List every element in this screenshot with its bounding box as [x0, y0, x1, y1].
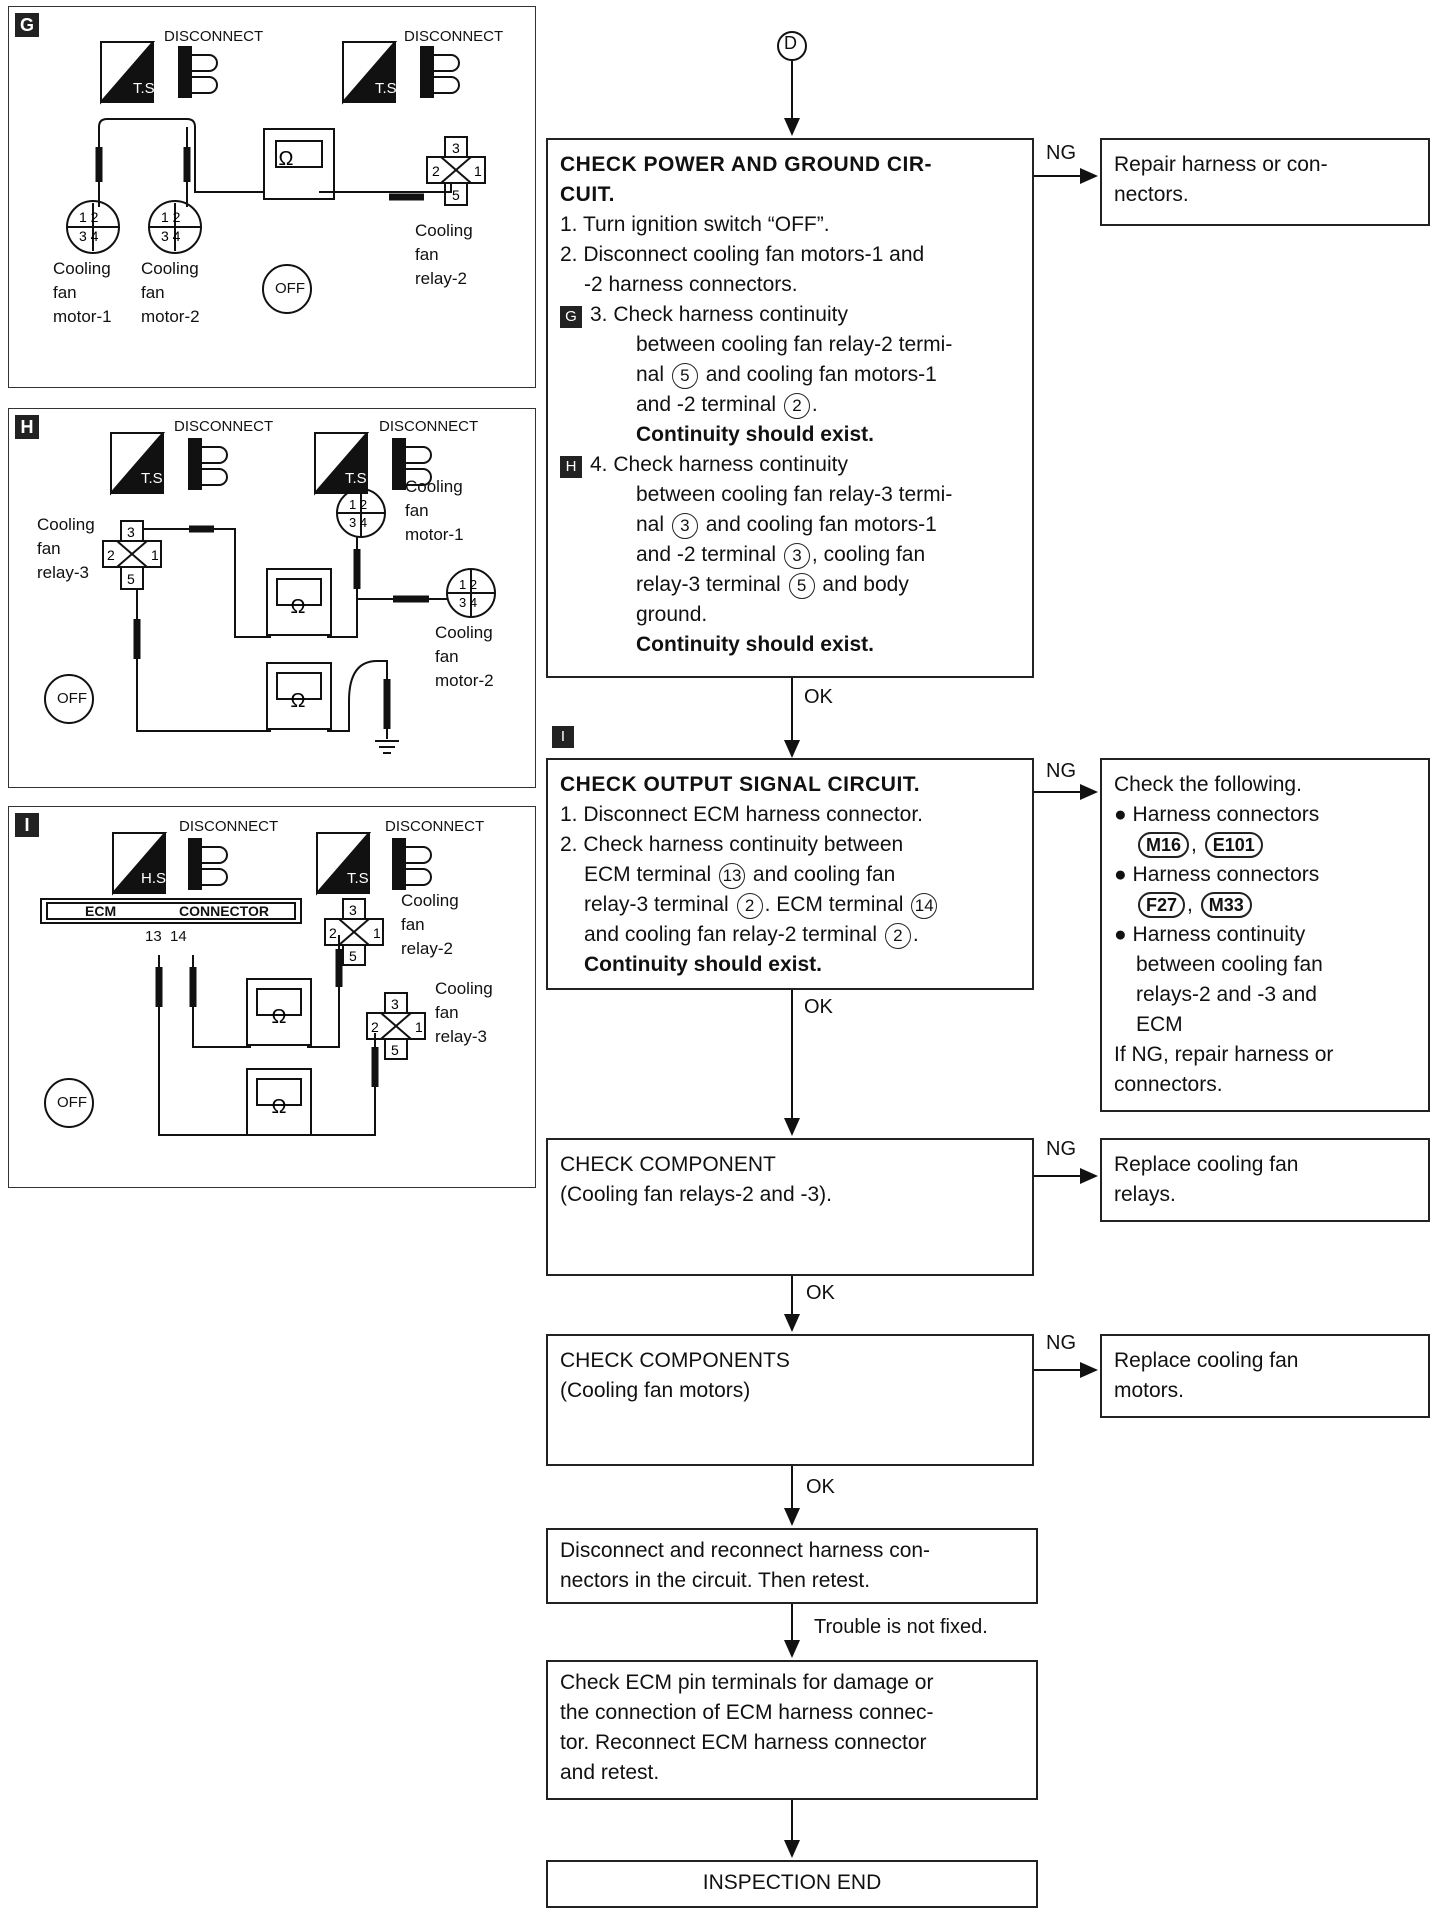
svg-text:5: 5 [127, 571, 135, 587]
connector-label: CONNECTOR [179, 903, 269, 919]
disconnect-label-3: DISCONNECT [174, 418, 274, 435]
ok-label-1: OK [804, 686, 833, 708]
repair-harness-box: Repair harness or con-nectors. [1100, 138, 1430, 226]
reconnect-harness-box: Disconnect and reconnect harness con-nec… [546, 1528, 1038, 1604]
panel-label-g: G [15, 13, 39, 37]
panel-label-h: H [15, 415, 39, 439]
off-key-label-h: OFF [57, 690, 87, 707]
disconnect-label-6: DISCONNECT [385, 818, 485, 835]
ecm-label: ECM [85, 903, 117, 919]
svg-text:1: 1 [151, 547, 159, 563]
svg-text:1 2: 1 2 [79, 209, 99, 225]
svg-text:1 2: 1 2 [161, 209, 181, 225]
svg-text:1 2: 1 2 [349, 497, 367, 512]
svg-text:3: 3 [127, 524, 135, 540]
svg-text:1: 1 [373, 925, 381, 941]
step-tag-h: H [560, 456, 582, 478]
check-output-signal-box: CHECK OUTPUT SIGNAL CIRCUIT. 1. Disconne… [546, 758, 1034, 990]
off-key-label: OFF [275, 280, 305, 297]
svg-text:5: 5 [452, 187, 460, 203]
trouble-not-fixed-label: Trouble is not fixed. [814, 1616, 988, 1638]
ok-label-2: OK [804, 996, 833, 1018]
off-key-label-i: OFF [57, 1094, 87, 1111]
svg-text:Ω: Ω [272, 1006, 287, 1028]
disconnect-label-4: DISCONNECT [379, 418, 479, 435]
ts-label-3: T.S [141, 470, 163, 487]
hs-label: H.S [141, 870, 167, 887]
svg-text:2: 2 [371, 1019, 379, 1035]
ts-label-4: T.S [345, 470, 367, 487]
svg-text:1: 1 [415, 1019, 423, 1035]
svg-text:1: 1 [474, 163, 482, 179]
disconnect-label-2: DISCONNECT [404, 28, 504, 45]
svg-text:3: 3 [349, 902, 357, 918]
svg-text:3 4: 3 4 [161, 228, 181, 244]
panel-h-drawing: Ω Ω 32 15 1 2 3 4 1 2 3 4 [44, 432, 496, 754]
panel-label-i: I [15, 813, 39, 837]
ng-label-3: NG [1046, 1138, 1076, 1160]
svg-text:2: 2 [432, 163, 440, 179]
panel-g-drawing: Ω 1 2 3 4 1 2 3 4 32 15 [66, 41, 486, 314]
svg-text:Ω: Ω [291, 596, 306, 618]
ok-label-4: OK [806, 1476, 835, 1498]
svg-text:3: 3 [452, 140, 460, 156]
svg-text:5: 5 [349, 948, 357, 964]
ts-label-5: T.S [347, 870, 369, 887]
svg-text:5: 5 [391, 1042, 399, 1058]
check-power-ground-box: CHECK POWER AND GROUND CIR- CUIT. 1. Tur… [546, 138, 1034, 678]
svg-text:3 4: 3 4 [79, 228, 99, 244]
svg-text:2: 2 [329, 925, 337, 941]
check-component-relays-box: CHECK COMPONENT(Cooling fan relays-2 and… [546, 1138, 1034, 1276]
disconnect-label-5: DISCONNECT [179, 818, 279, 835]
svg-text:2: 2 [107, 547, 115, 563]
ng-label-4: NG [1046, 1332, 1076, 1354]
step-tag-g: G [560, 306, 582, 328]
disconnect-label-1: DISCONNECT [164, 28, 264, 45]
svg-text:Ω: Ω [272, 1096, 287, 1118]
svg-text:3: 3 [391, 996, 399, 1012]
svg-text:Ω: Ω [279, 148, 294, 170]
diagram-panel-g: G [8, 6, 536, 388]
ng-label-2: NG [1046, 760, 1076, 782]
check-components-motors-box: CHECK COMPONENTS(Cooling fan motors) [546, 1334, 1034, 1466]
ok-label-3: OK [806, 1282, 835, 1304]
check-following-box: Check the following. ● Harness connector… [1100, 758, 1430, 1112]
ts-label-2: T.S [375, 80, 397, 97]
inspection-end-box: INSPECTION END [546, 1860, 1038, 1908]
start-node-d: D [784, 33, 797, 53]
svg-text:1 2: 1 2 [459, 577, 477, 592]
ng-label-1: NG [1046, 142, 1076, 164]
step-tag-i: I [552, 726, 574, 748]
svg-text:Ω: Ω [291, 690, 306, 712]
svg-text:3 4: 3 4 [349, 515, 367, 530]
ts-label-1: T.S [133, 80, 155, 97]
svg-text:3 4: 3 4 [459, 595, 477, 610]
ecm-pins: 13 14 [145, 928, 187, 945]
